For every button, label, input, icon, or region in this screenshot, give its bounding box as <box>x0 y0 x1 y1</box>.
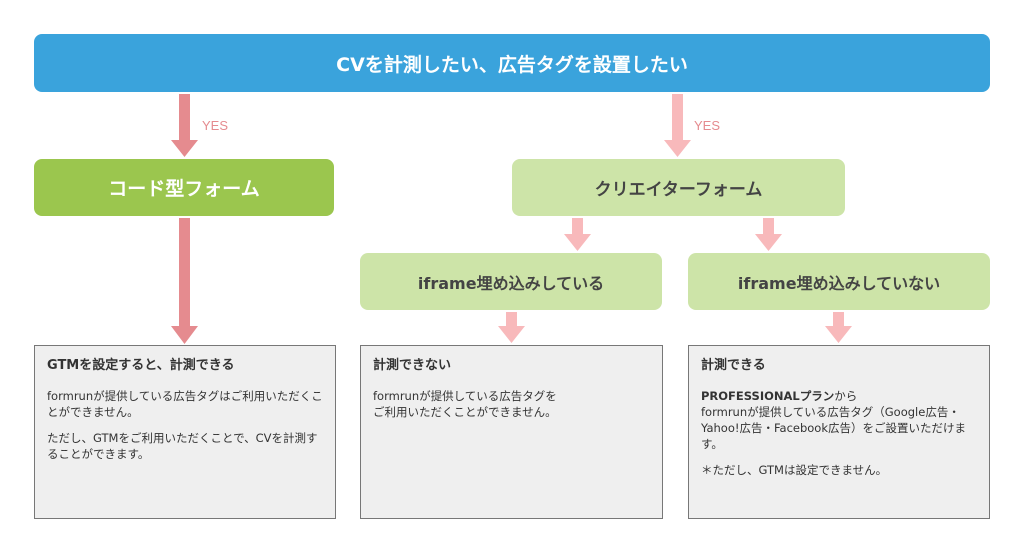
code-form-node: コード型フォーム <box>34 159 334 216</box>
result-iframe-not-embedded-heading: 計測できる <box>701 358 766 373</box>
question-banner: CVを計測したい、広告タグを設置したい <box>34 34 990 92</box>
arrow-banner-to-creator-form <box>664 94 691 157</box>
creator-form-label: クリエイターフォーム <box>594 180 763 200</box>
result-iframe-not-embedded-text-2: ＊ただし、GTMは設定できません。 <box>701 463 888 477</box>
arrow-iframe-yes-to-result <box>498 312 525 343</box>
code-form-label: コード型フォーム <box>108 178 260 200</box>
result-plan-suffix: から <box>834 389 858 403</box>
result-code-form-heading: GTMを設定すると、計測できる <box>47 358 235 373</box>
result-code-form-text-2: ただし、GTMをご利用いただくことで、CVを計測することができます。 <box>47 431 318 461</box>
arrow-banner-to-code-form <box>171 94 198 157</box>
question-banner-text: CVを計測したい、広告タグを設置したい <box>336 53 688 76</box>
yes-label-right: YES <box>694 118 721 133</box>
result-code-form-text-1: formrunが提供している広告タグはご利用いただくことができません。 <box>47 389 323 419</box>
iframe-embedded-label: iframe埋め込みしている <box>417 273 605 293</box>
result-code-form: GTMを設定すると、計測できる formrunが提供している広告タグはご利用いた… <box>34 345 336 519</box>
iframe-not-embedded-node: iframe埋め込みしていない <box>688 253 990 310</box>
arrow-iframe-no-to-result <box>825 312 852 343</box>
iframe-not-embedded-label: iframe埋め込みしていない <box>737 273 941 293</box>
result-iframe-embedded-text-2: ご利用いただくことができません。 <box>373 405 557 419</box>
creator-form-node: クリエイターフォーム <box>512 159 845 216</box>
result-iframe-embedded: 計測できない formrunが提供している広告タグを ご利用いただくことができま… <box>360 345 663 519</box>
iframe-embedded-node: iframe埋め込みしている <box>360 253 662 310</box>
result-iframe-embedded-text-1: formrunが提供している広告タグを <box>373 389 557 403</box>
result-iframe-not-embedded: 計測できる PROFESSIONALプランから formrunが提供している広告… <box>688 345 990 519</box>
result-plan-name: PROFESSIONALプラン <box>701 389 835 403</box>
result-iframe-embedded-heading: 計測できない <box>373 358 452 373</box>
arrow-creator-to-iframe-yes <box>564 218 591 251</box>
result-iframe-not-embedded-text-1: formrunが提供している広告タグ（Google広告・Yahoo!広告・Fac… <box>701 405 966 451</box>
arrow-code-form-to-result <box>171 218 198 344</box>
yes-label-left: YES <box>202 118 229 133</box>
arrow-creator-to-iframe-no <box>755 218 782 251</box>
